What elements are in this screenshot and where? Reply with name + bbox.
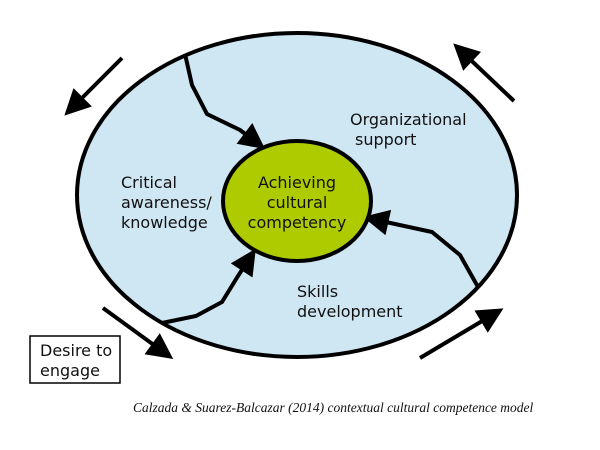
svg-text:support: support <box>355 130 416 149</box>
connector-bottom-left <box>161 248 256 325</box>
svg-text:Desire to: Desire to <box>40 341 112 360</box>
outer-arrow-bottom-right <box>418 308 504 360</box>
svg-text:Achieving: Achieving <box>258 173 336 192</box>
label-skills-development: Skills development <box>297 282 403 321</box>
outer-arrow-top-left <box>64 56 124 116</box>
outer-arrow-top-right <box>453 43 516 103</box>
svg-text:Critical: Critical <box>121 173 177 192</box>
svg-text:awareness/: awareness/ <box>121 193 212 212</box>
svg-text:knowledge: knowledge <box>121 213 208 232</box>
svg-text:development: development <box>297 302 403 321</box>
connector-top <box>183 53 266 150</box>
label-organizational-support: Organizational support <box>350 110 467 149</box>
center-label: Achieving cultural competency <box>248 173 347 232</box>
label-critical-awareness: Critical awareness/ knowledge <box>121 173 212 232</box>
svg-text:cultural: cultural <box>267 193 328 212</box>
outer-arrow-bottom-left <box>101 306 174 360</box>
svg-text:engage: engage <box>40 361 100 380</box>
svg-text:Organizational: Organizational <box>350 110 467 129</box>
svg-text:Skills: Skills <box>297 282 338 301</box>
inner-ellipse <box>221 139 373 263</box>
caption: Calzada & Suarez-Balcazar (2014) context… <box>133 400 534 415</box>
desire-to-engage-box: Desire to engage <box>29 335 121 384</box>
svg-text:competency: competency <box>248 213 347 232</box>
connector-right <box>362 209 480 288</box>
